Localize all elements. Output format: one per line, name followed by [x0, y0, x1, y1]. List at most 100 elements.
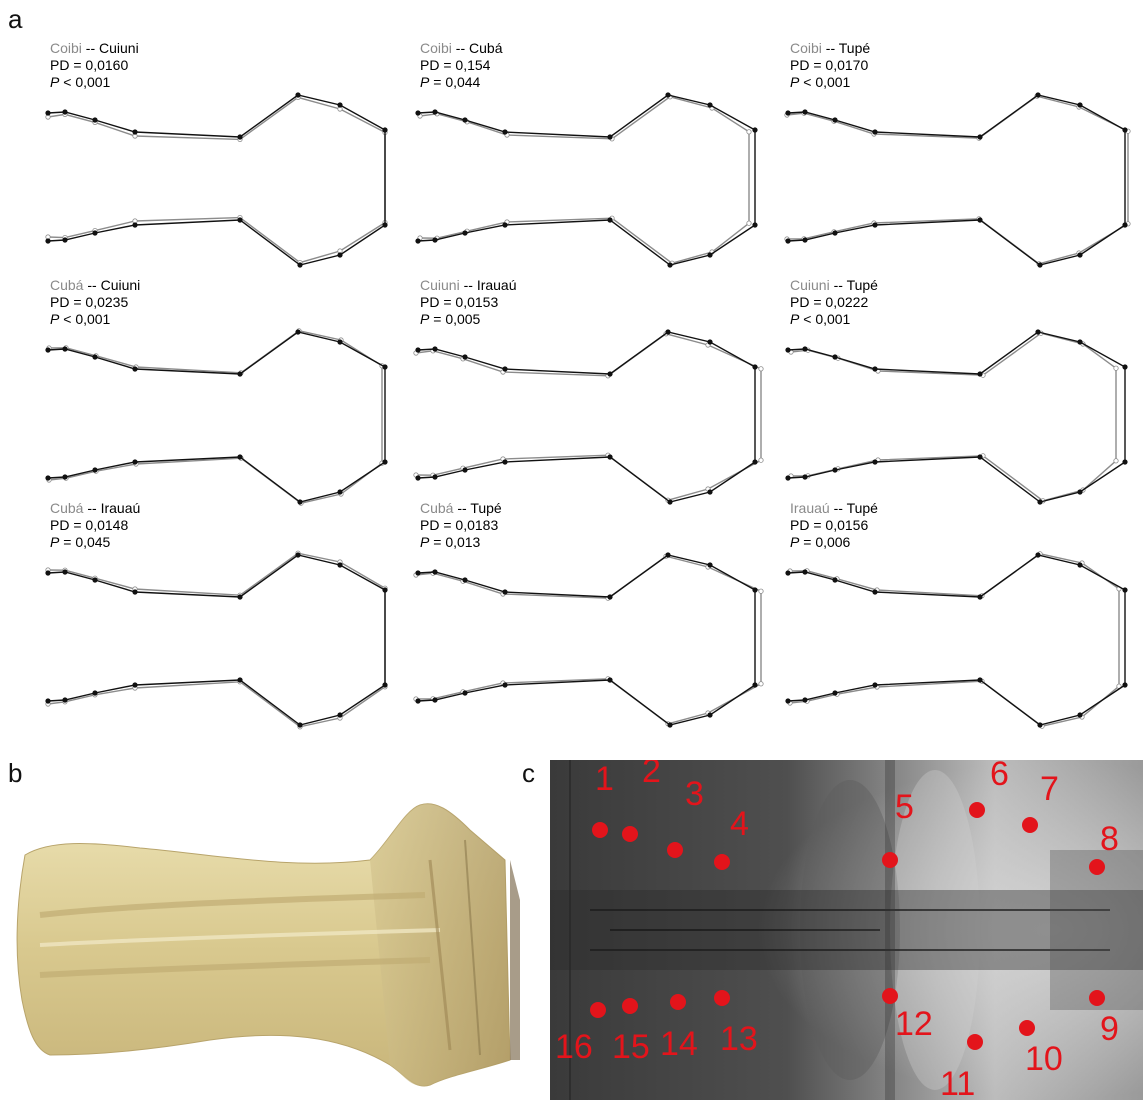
black-shape-landmark-point [1123, 128, 1127, 132]
black-shape-landmark-point [383, 460, 387, 464]
black-shape-landmark-point [803, 570, 807, 574]
black-shape-landmark-point [1036, 330, 1040, 334]
black-shape-landmark-point [93, 468, 97, 472]
black-shape-landmark-point [93, 118, 97, 122]
panel-b-bone-photo [10, 800, 520, 1090]
black-shape-landmark-point [338, 563, 342, 567]
black-shape-landmark-point [978, 678, 982, 682]
gray-shape-landmark-point [1114, 459, 1118, 463]
gray-shape-upper-outline [49, 331, 382, 463]
black-shape-landmark-point [833, 118, 837, 122]
black-shape-landmark-point [1078, 713, 1082, 717]
black-shape-landmark-point [503, 223, 507, 227]
black-shape-landmark-point [1036, 93, 1040, 97]
gray-shape-upper-outline [787, 96, 1128, 224]
black-shape-landmark-point [338, 103, 342, 107]
black-shape-landmark-point [753, 683, 757, 687]
landmark-dot-10 [1019, 1020, 1035, 1036]
black-shape-landmark-point [873, 223, 877, 227]
black-shape-upper-outline [418, 555, 755, 685]
black-shape-landmark-point [463, 118, 467, 122]
black-shape-landmark-point [666, 330, 670, 334]
gray-shape-lower-outline [48, 682, 385, 727]
shape-overlay [40, 500, 400, 740]
landmark-number-10: 10 [1025, 1040, 1063, 1078]
gray-shape-landmark-point [1114, 366, 1118, 370]
black-shape-landmark-point [63, 347, 67, 351]
black-shape-landmark-point [383, 365, 387, 369]
black-shape-landmark-point [63, 110, 67, 114]
landmark-number-8: 8 [1100, 820, 1119, 858]
shape-overlay [780, 40, 1140, 280]
black-shape-landmark-point [608, 595, 612, 599]
black-shape-landmark-point [978, 372, 982, 376]
black-shape-landmark-point [803, 475, 807, 479]
black-shape-landmark-point [133, 130, 137, 134]
gray-shape-upper-outline [420, 97, 749, 223]
black-shape-landmark-point [416, 111, 420, 115]
black-shape-landmark-point [416, 476, 420, 480]
shape-overlay [780, 277, 1140, 517]
black-shape-lower-outline [418, 680, 755, 725]
black-shape-landmark-point [708, 253, 712, 257]
black-shape-upper-outline [788, 332, 1125, 462]
black-shape-landmark-point [46, 111, 50, 115]
black-shape-landmark-point [978, 595, 982, 599]
black-shape-lower-outline [48, 680, 385, 725]
gray-shape-upper-outline [416, 334, 761, 460]
black-shape-landmark-point [1078, 490, 1082, 494]
black-shape-landmark-point [1078, 563, 1082, 567]
landmark-number-4: 4 [730, 805, 749, 843]
gray-shape-upper-outline [416, 556, 761, 684]
black-shape-landmark-point [93, 355, 97, 359]
black-shape-landmark-point [668, 723, 672, 727]
black-shape-landmark-point [416, 239, 420, 243]
gray-shape-lower-outline [791, 456, 1116, 501]
black-shape-upper-outline [48, 332, 385, 462]
black-shape-upper-outline [788, 95, 1125, 225]
black-shape-upper-outline [418, 95, 755, 225]
black-shape-landmark-point [433, 110, 437, 114]
landmark-dot-1 [592, 822, 608, 838]
black-shape-landmark-point [786, 111, 790, 115]
black-shape-landmark-point [463, 355, 467, 359]
gray-shape-lower-outline [49, 458, 382, 503]
landmark-number-1: 1 [595, 760, 614, 798]
black-shape-landmark-point [296, 553, 300, 557]
black-shape-lower-outline [788, 457, 1125, 502]
gray-shape-landmark-point [747, 221, 751, 225]
shape-overlay [410, 500, 770, 740]
black-shape-lower-outline [48, 220, 385, 265]
black-shape-landmark-point [46, 476, 50, 480]
black-shape-landmark-point [383, 128, 387, 132]
black-shape-landmark-point [93, 691, 97, 695]
panel-label-b: b [8, 758, 22, 789]
black-shape-landmark-point [873, 460, 877, 464]
black-shape-landmark-point [133, 223, 137, 227]
black-shape-landmark-point [608, 135, 612, 139]
landmark-dot-8 [1089, 859, 1105, 875]
black-shape-landmark-point [873, 367, 877, 371]
black-shape-landmark-point [1123, 223, 1127, 227]
black-shape-landmark-point [873, 683, 877, 687]
black-shape-landmark-point [383, 683, 387, 687]
black-shape-landmark-point [463, 691, 467, 695]
landmark-dot-6 [969, 802, 985, 818]
black-shape-landmark-point [753, 460, 757, 464]
black-shape-landmark-point [338, 253, 342, 257]
black-shape-landmark-point [238, 595, 242, 599]
black-shape-landmark-point [133, 590, 137, 594]
black-shape-landmark-point [833, 355, 837, 359]
black-shape-landmark-point [503, 590, 507, 594]
xray-image: 12345678910111213141516 [550, 760, 1143, 1100]
landmark-dot-5 [882, 852, 898, 868]
comparison-cell: Cubá -- IrauaúPD = 0,0148P = 0,045 [50, 500, 430, 730]
black-shape-landmark-point [503, 367, 507, 371]
black-shape-landmark-point [1123, 460, 1127, 464]
black-shape-landmark-point [978, 135, 982, 139]
black-shape-landmark-point [238, 678, 242, 682]
black-shape-landmark-point [708, 563, 712, 567]
black-shape-landmark-point [608, 372, 612, 376]
gray-shape-landmark-point [759, 589, 763, 593]
